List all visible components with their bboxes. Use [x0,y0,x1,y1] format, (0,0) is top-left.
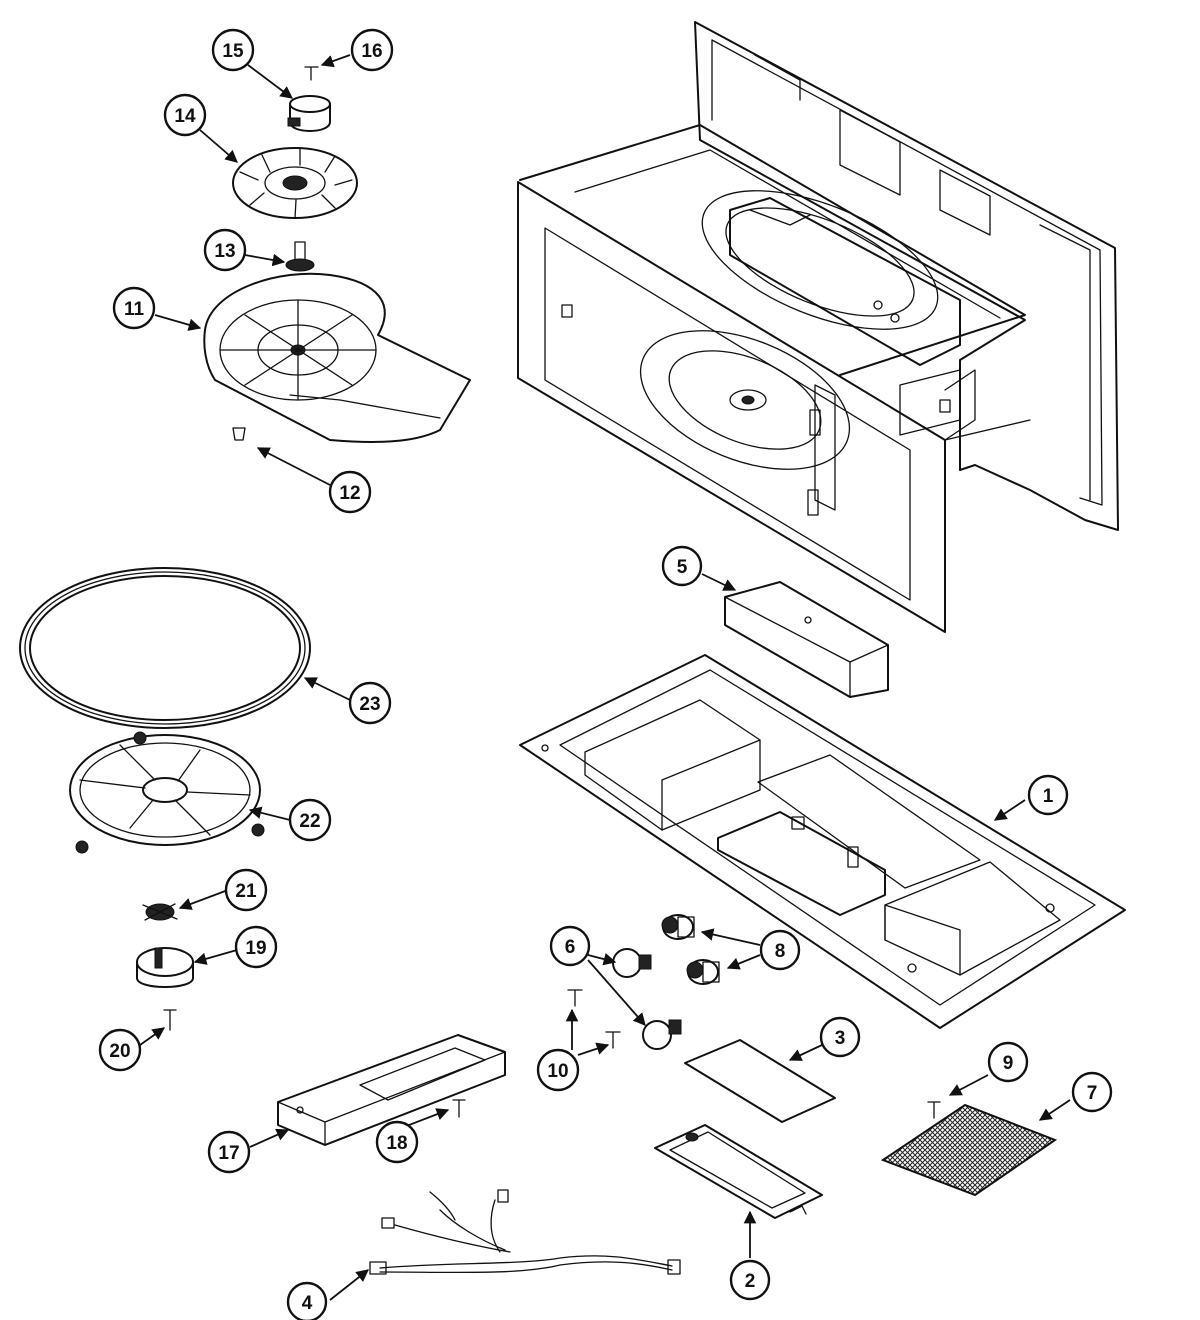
callout-15: 15 [211,28,255,72]
callout-17: 17 [207,1130,251,1174]
callout-label: 17 [218,1143,239,1164]
callout-label: 12 [339,483,360,504]
part-14-fan-blade [232,147,358,219]
leader-lines [139,54,1071,1301]
callout-label: 1 [1043,786,1054,807]
callout-label: 11 [124,299,145,320]
callout-label: 9 [1003,1053,1014,1074]
callout-label: 23 [359,694,380,715]
callout-13: 13 [203,228,247,272]
callout-label: 5 [677,557,688,578]
part-11-fan-housing [203,272,471,443]
part-23-ring [19,567,311,729]
callout-3: 3 [819,1016,861,1058]
part-9-screw [927,1101,941,1119]
part-5-cover [724,581,889,698]
part-1-base-pan [519,654,1126,1029]
callout-21: 21 [224,868,268,912]
callout-19: 19 [234,925,278,969]
callout-label: 18 [386,1133,407,1154]
callout-label: 20 [109,1041,130,1062]
part-3-sheet [684,1039,836,1123]
part-22-roller-support [69,731,265,854]
callout-label: 8 [775,941,786,962]
callout-label: 3 [835,1028,846,1049]
part-17-bracket [277,1034,506,1146]
callout-9: 9 [987,1041,1029,1083]
callout-23: 23 [348,681,392,725]
callout-1: 1 [1027,774,1069,816]
callout-label: 21 [235,881,257,902]
callout-12: 12 [328,470,372,514]
callout-label: 19 [245,938,266,959]
callout-22: 22 [288,798,332,842]
callout-label: 6 [565,937,576,958]
callout-5: 5 [661,545,703,587]
part-12-screw [232,427,246,441]
cavity-assembly [517,21,1119,633]
part-2-lamp-cover [654,1124,823,1219]
callout-label: 2 [745,1271,756,1292]
callout-label: 7 [1087,1083,1098,1104]
callout-label: 4 [302,1293,313,1314]
callout-7: 7 [1071,1071,1113,1113]
callout-label: 22 [299,811,320,832]
callout-14: 14 [163,93,207,137]
callout-10: 10 [536,1048,580,1092]
callout-label: 14 [174,106,196,127]
callout-20: 20 [98,1028,142,1072]
part-19-turntable-motor [136,947,194,988]
callout-label: 13 [214,241,235,262]
part-8-lamp-sockets [661,914,720,985]
callout-6: 6 [549,925,591,967]
callout-4: 4 [286,1281,328,1320]
callout-18: 18 [375,1120,419,1164]
part-13-coupler [285,241,315,272]
part-4-wire-harness [369,1189,681,1275]
part-21-coupler [142,903,178,921]
callout-2: 2 [729,1259,771,1301]
part-10-screws [567,989,621,1049]
callout-8: 8 [759,929,801,971]
part-20-screw [163,1009,177,1031]
callout-16: 16 [350,28,394,72]
part-16-screw [304,66,319,81]
callout-label: 10 [547,1061,568,1082]
callout-label: 16 [361,41,382,62]
callout-label: 15 [222,41,244,62]
part-18-screw [452,1099,466,1118]
callout-11: 11 [112,286,156,330]
part-15-motor [287,95,331,132]
part-7-filter [880,1103,1058,1197]
